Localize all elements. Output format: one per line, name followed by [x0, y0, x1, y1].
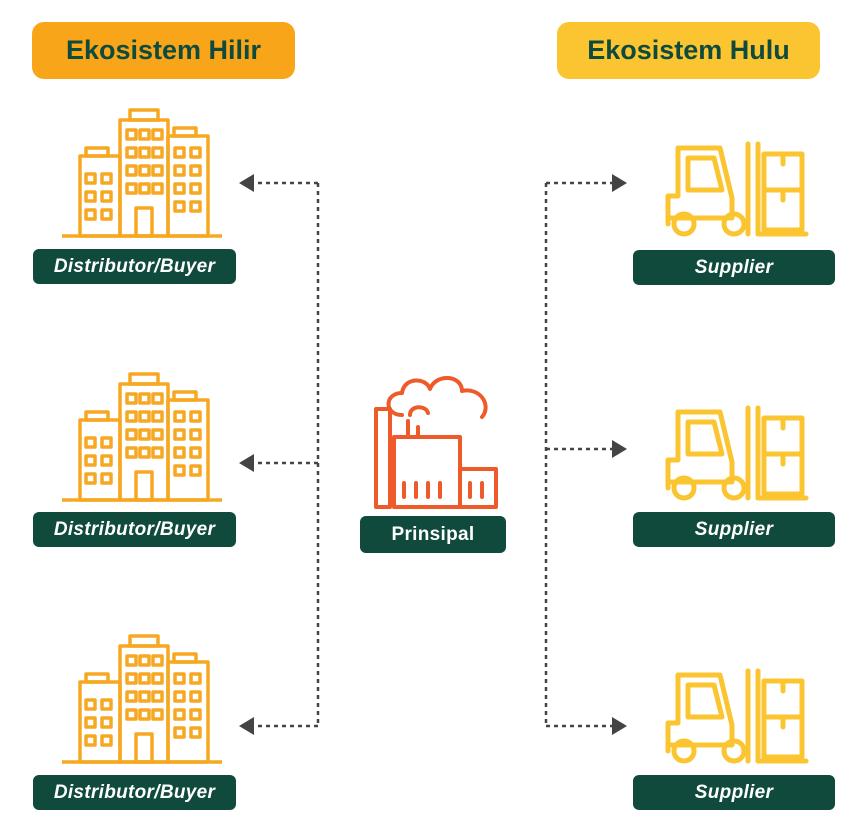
forklift-icon	[658, 402, 810, 506]
forklift-icon	[658, 665, 810, 769]
principal-label: Prinsipal	[360, 516, 506, 553]
buildings-icon	[62, 634, 222, 764]
arrowhead-left-1	[239, 174, 254, 192]
arrowhead-left-2	[239, 454, 254, 472]
upstream-header-label: Ekosistem Hulu	[587, 35, 790, 65]
arrowhead-left-3	[239, 717, 254, 735]
arrowhead-right-2	[612, 440, 627, 458]
downstream-header-label: Ekosistem Hilir	[65, 35, 262, 65]
upstream-header: Ekosistem Hulu	[557, 22, 820, 79]
supplier-label: Supplier	[633, 512, 835, 547]
forklift-icon	[658, 138, 810, 242]
downstream-header: Ekosistem Hilir	[32, 22, 295, 79]
supplier-label: Supplier	[633, 775, 835, 810]
distributor-buyer-label: Distributor/Buyer	[33, 249, 236, 284]
buildings-icon	[62, 108, 222, 238]
arrowhead-right-3	[612, 717, 627, 735]
distributor-buyer-label: Distributor/Buyer	[33, 775, 236, 810]
arrowhead-right-1	[612, 174, 627, 192]
supplier-label: Supplier	[633, 250, 835, 285]
buildings-icon	[62, 372, 222, 502]
distributor-buyer-label: Distributor/Buyer	[33, 512, 236, 547]
factory-icon	[374, 376, 498, 509]
